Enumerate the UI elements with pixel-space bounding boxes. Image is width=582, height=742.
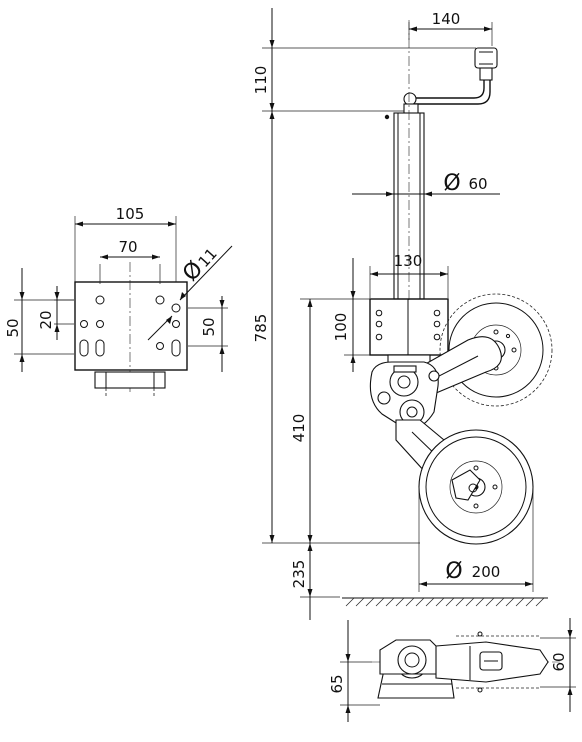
dim-left-spacing: 20 xyxy=(37,310,55,329)
plate-hole-group-left xyxy=(79,295,105,357)
pivot-mechanism xyxy=(369,361,440,430)
dim-hole-spacing: 70 xyxy=(118,238,137,256)
dim-crank-height: 110 xyxy=(252,66,270,95)
plate-hole-group-right xyxy=(155,295,181,357)
flange-plate-detail: 105 70 Ø 11 50 20 50 xyxy=(4,205,233,396)
dim-plate-width: 105 xyxy=(116,205,145,223)
dim-right-spacing: 50 xyxy=(200,317,218,336)
dim-tube-diameter-symbol: Ø xyxy=(443,171,460,196)
dim-tube-diameter: 60 xyxy=(468,175,487,193)
dim-wheel-diameter: 200 xyxy=(472,563,501,581)
ground-line xyxy=(342,597,548,607)
jockey-wheel-side-view: 140 110 785 Ø 60 130 100 410 xyxy=(252,8,553,620)
dim-top-width: 140 xyxy=(432,10,461,28)
dim-flange-height: 100 xyxy=(332,313,350,342)
flange-plate-outline xyxy=(74,281,188,371)
dim-overall-height: 785 xyxy=(252,314,270,343)
dim-ground-clearance: 235 xyxy=(290,560,308,589)
wheel-deployed xyxy=(418,429,534,545)
dim-left-height: 50 xyxy=(4,318,22,337)
dim-to-ground: 410 xyxy=(290,414,308,443)
dim-wheel-diameter-symbol: Ø xyxy=(445,559,462,584)
mounting-flange xyxy=(369,298,449,368)
dim-bottom-height: 65 xyxy=(328,674,346,693)
dim-bottom-width: 60 xyxy=(550,652,568,671)
crank-handle xyxy=(403,47,498,115)
plan-view: 65 60 xyxy=(328,618,576,722)
dim-flange-width: 130 xyxy=(394,252,423,270)
